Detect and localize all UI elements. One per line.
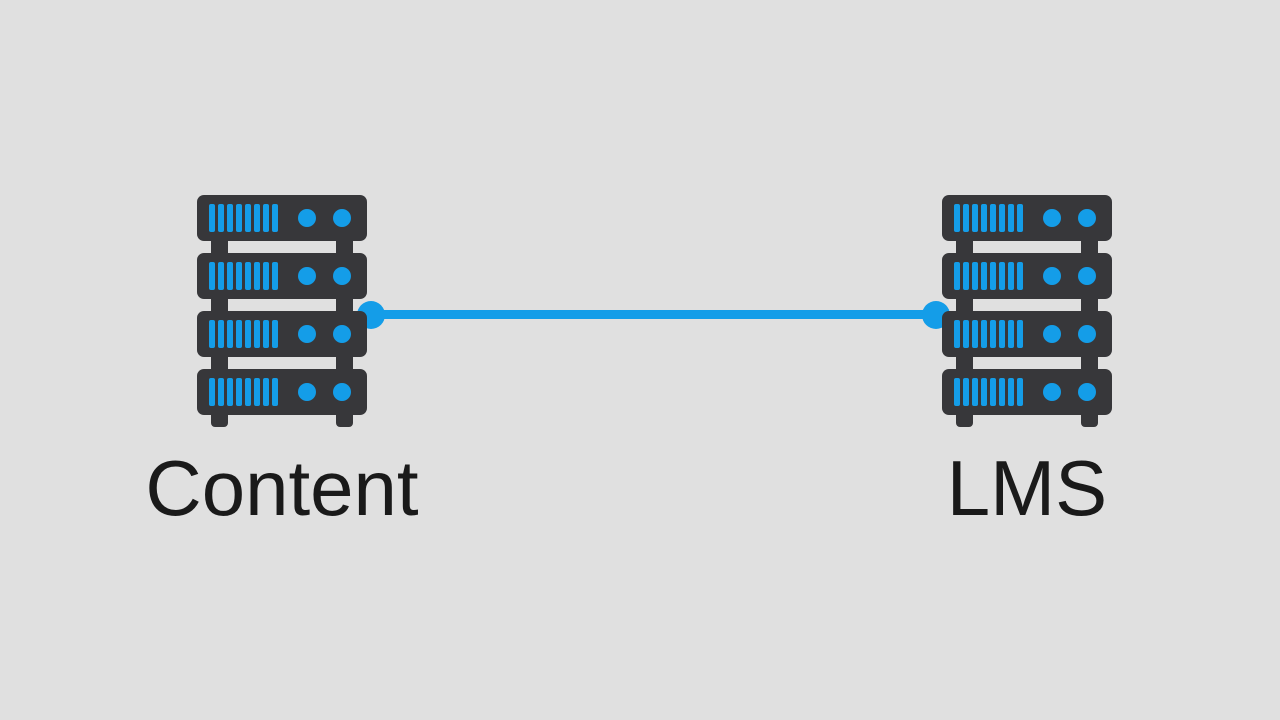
node-lms-server: LMS xyxy=(942,195,1112,527)
server-rack-icon xyxy=(942,195,1112,427)
connection-line xyxy=(371,310,936,319)
node-lms-label: LMS xyxy=(946,444,1108,532)
node-content-label: Content xyxy=(145,444,419,532)
node-content-server: Content xyxy=(145,195,419,527)
server-rack-icon xyxy=(197,195,367,427)
